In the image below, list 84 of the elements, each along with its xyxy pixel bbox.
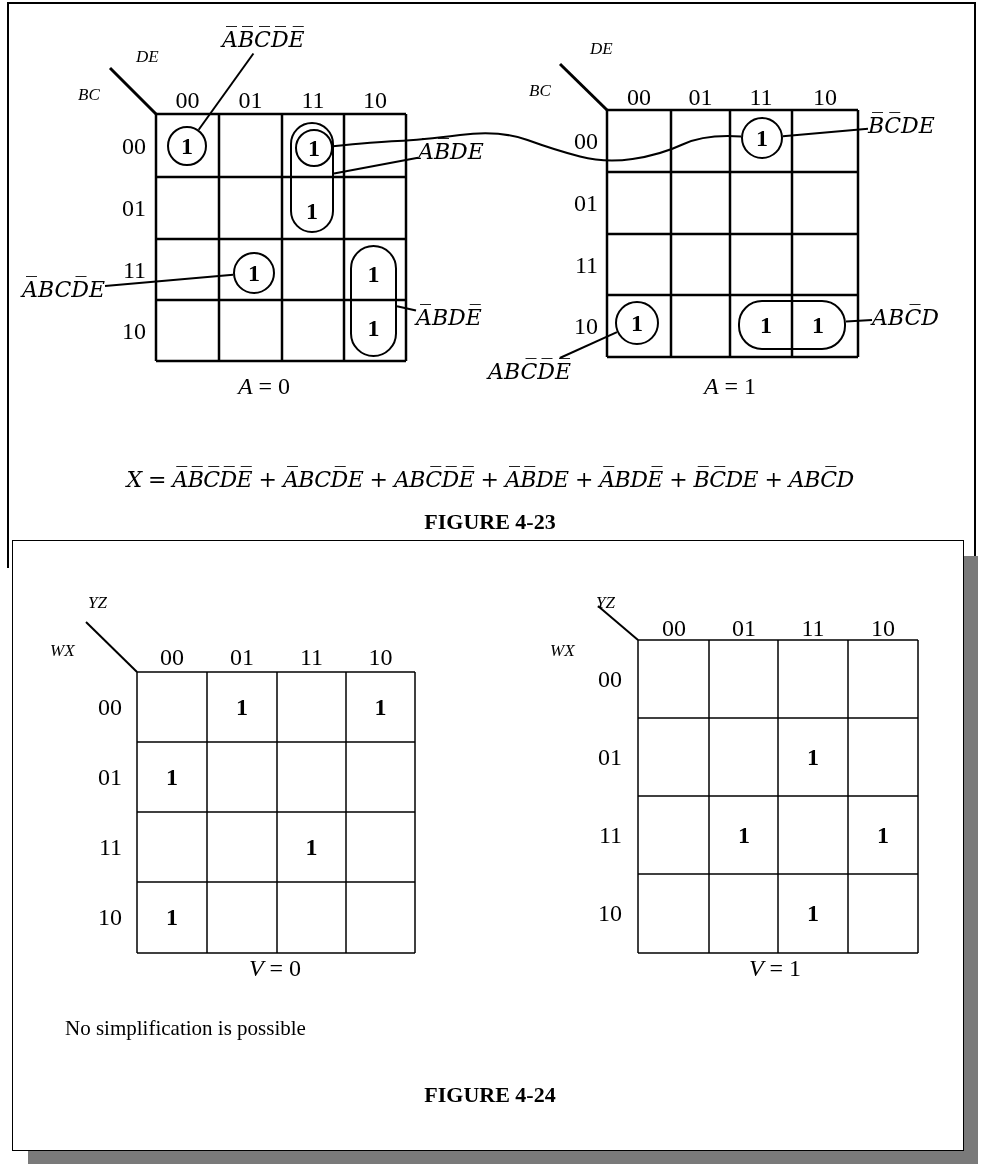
cell-value: 1 [166, 905, 178, 929]
grouping-loop [738, 300, 846, 350]
axis-value-label: 10 [574, 314, 598, 338]
axis-variable-label: YZ [88, 594, 107, 611]
axis-value-label: V = 0 [248, 956, 302, 980]
axis-variable-label: BC [78, 86, 100, 103]
leader-line [197, 52, 255, 131]
axis-value-label: 01 [98, 765, 122, 789]
term-label: ABC̅D [872, 304, 939, 332]
axis-variable-label: DE [590, 40, 613, 57]
axis-value-label: 11 [801, 616, 825, 640]
axis-value-label: 00 [627, 85, 651, 109]
axis-value-label: 11 [98, 835, 122, 859]
leader-line [558, 331, 618, 359]
term-label: ABC̅D̅E̅ [488, 358, 571, 386]
cell-value: 1 [236, 695, 248, 719]
axis-value-label: 00 [160, 645, 184, 669]
cell-value: 1 [807, 745, 819, 769]
axis-value-label: A = 0 [237, 374, 291, 398]
cell-value: 1 [738, 823, 750, 847]
axis-variable-label: YZ [596, 594, 615, 611]
cell-value: 1 [181, 134, 193, 158]
axis-value-label: 11 [598, 823, 622, 847]
axis-value-label: 11 [749, 85, 773, 109]
grouping-loop [290, 122, 334, 233]
cell-value: 1 [756, 126, 768, 150]
term-label: A̅B̅C̅D̅E̅ [222, 26, 305, 54]
grouping-loop [350, 245, 397, 357]
axis-value-label: 10 [871, 616, 895, 640]
leader-line [331, 132, 743, 162]
cell-value: 1 [305, 835, 318, 859]
axis-value-label: 00 [98, 695, 122, 719]
figure-caption: FIGURE 4-24 [424, 1084, 556, 1106]
axis-value-label: 11 [301, 88, 325, 112]
term-label: B̅C̅DE [868, 112, 935, 140]
leader-line [781, 127, 869, 138]
axis-variable-label: BC [529, 82, 551, 99]
cell-value: 1 [807, 901, 819, 925]
axis-value-label: 01 [238, 88, 263, 112]
cell-value: 1 [374, 695, 387, 719]
axis-value-label: 01 [688, 85, 713, 109]
cell-value: 1 [306, 199, 318, 223]
axis-value-label: 11 [299, 645, 324, 669]
axis-value-label: 00 [574, 129, 598, 153]
axis-variable-label: DE [136, 48, 159, 65]
axis-value-label: 00 [175, 88, 200, 112]
axis-value-label: A = 1 [703, 374, 757, 398]
cell-value: 1 [760, 313, 772, 337]
cell-value: 1 [248, 261, 260, 285]
axis-value-label: 01 [732, 616, 756, 640]
axis-value-label: 00 [598, 667, 622, 691]
leader-line [396, 305, 417, 312]
axis-value-label: V = 1 [748, 956, 802, 980]
axis-value-label: 00 [662, 616, 686, 640]
axis-value-label: 10 [363, 88, 387, 112]
axis-value-label: 10 [122, 318, 146, 343]
axis-value-label: 00 [122, 133, 146, 158]
cell-value: 1 [631, 311, 643, 335]
term-label: A̅BDE̅ [416, 304, 482, 332]
axis-value-label: 10 [598, 901, 622, 925]
axis-value-label: 01 [230, 645, 254, 669]
axis-value-label: 01 [598, 745, 622, 769]
term-label: A̅B̅DE [418, 138, 484, 166]
leader-line [104, 273, 235, 288]
axis-value-label: 11 [122, 257, 146, 282]
leader-line [845, 318, 873, 323]
cell-value: 1 [812, 313, 824, 337]
axis-variable-label: WX [50, 642, 75, 659]
axis-value-label: 11 [574, 252, 598, 277]
axis-value-label: 10 [368, 645, 393, 669]
cell-value: 1 [877, 823, 889, 847]
term-label: A̅BCD̅E [22, 276, 105, 304]
cell-value: 1 [367, 262, 380, 286]
figure-caption: FIGURE 4-23 [424, 511, 556, 533]
axis-value-label: 10 [98, 905, 122, 929]
cell-value: 1 [166, 765, 178, 789]
cell-value: 1 [308, 136, 320, 160]
note-text: No simplification is possible [65, 1018, 306, 1039]
axis-value-label: 10 [813, 85, 837, 109]
axis-variable-label: WX [550, 642, 575, 659]
axis-value-label: 01 [122, 196, 146, 220]
leader-line [333, 156, 419, 175]
axis-value-label: 01 [574, 191, 598, 215]
cell-value: 1 [367, 316, 380, 340]
